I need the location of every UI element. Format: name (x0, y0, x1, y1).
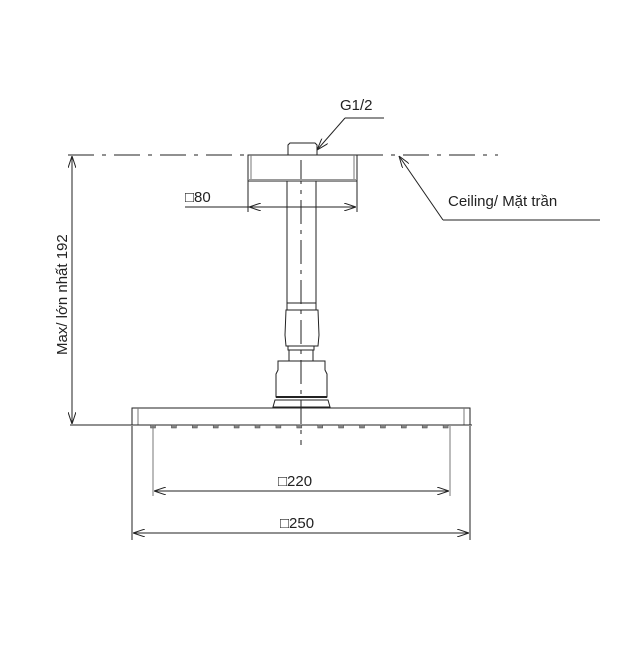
nozzle (380, 424, 386, 429)
ceiling-flange (247, 142, 358, 182)
nozzle (192, 424, 198, 429)
nozzle (401, 424, 407, 429)
ceiling-leader (399, 156, 600, 221)
nozzle (421, 424, 428, 429)
nozzle (171, 424, 177, 429)
nozzle (254, 424, 261, 429)
nozzle (359, 424, 365, 429)
ceiling-label: Ceiling/ Mặt trần (448, 193, 557, 210)
head-size-label: □250 (280, 515, 314, 532)
nozzle (317, 424, 323, 429)
flange-size-label: □80 (185, 189, 211, 206)
nozzle (233, 424, 240, 429)
head-dimension (131, 426, 471, 540)
spray-dimension (152, 426, 451, 496)
nozzle (338, 424, 344, 429)
shower-arm (272, 181, 331, 408)
flange-dimension (185, 181, 358, 212)
height-dimension (70, 156, 132, 426)
spray-size-label: □220 (278, 473, 312, 490)
nozzle (275, 424, 282, 429)
nozzle (442, 424, 449, 429)
thread-label: G1/2 (340, 97, 373, 114)
nozzle (296, 424, 303, 429)
max-height-label: Max/ lớn nhất 192 (54, 234, 71, 355)
shower-head (130, 407, 472, 429)
thread-leader (317, 117, 384, 150)
nozzle (212, 424, 219, 429)
